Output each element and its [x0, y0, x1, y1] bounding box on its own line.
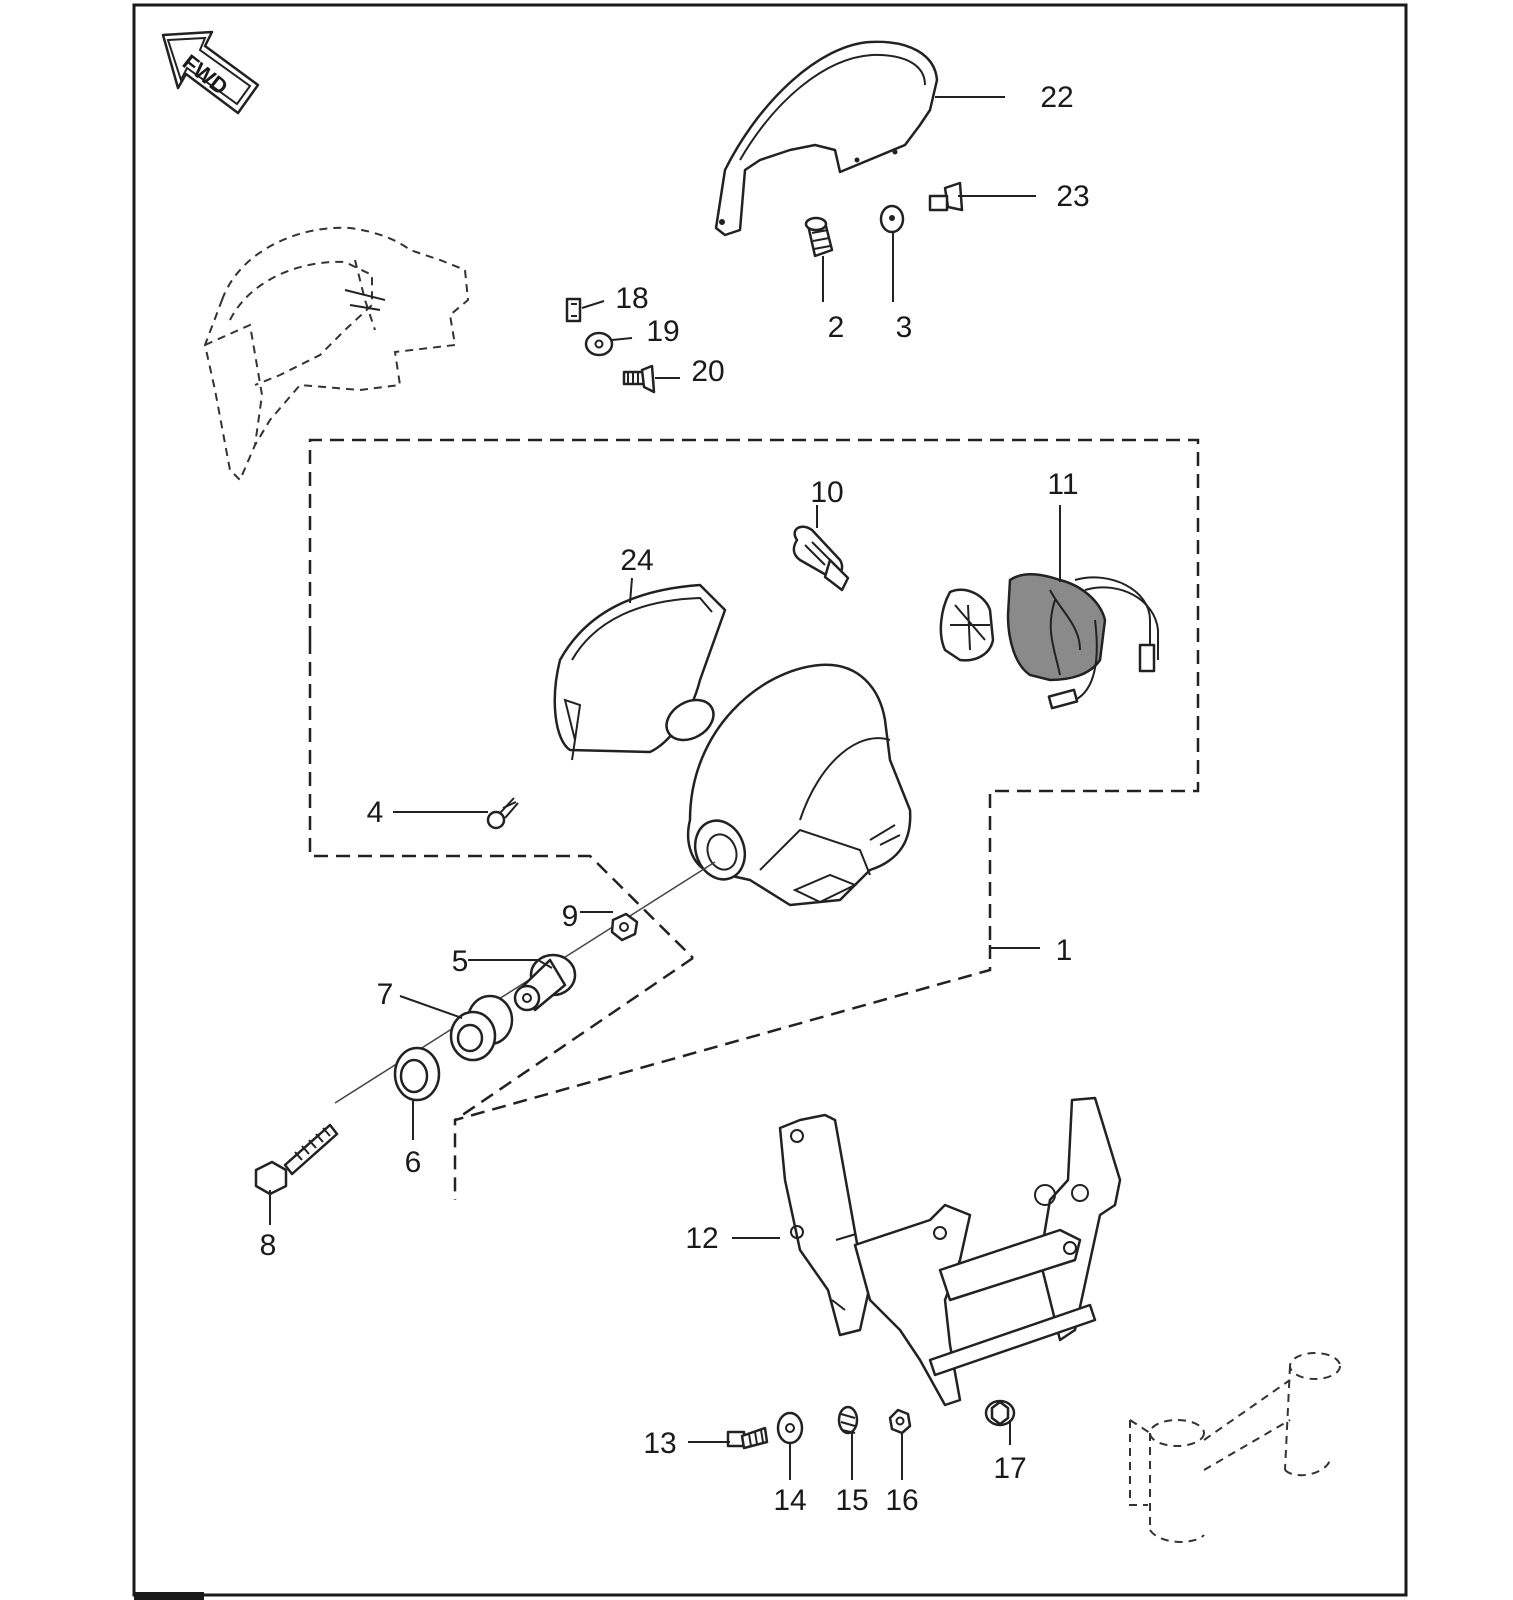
callout-8: 8: [260, 1229, 277, 1262]
callout-15: 15: [835, 1484, 868, 1517]
part-17-flange-nut: [984, 1399, 1016, 1427]
part-22-windscreen: [714, 40, 939, 237]
callout-2: 2: [828, 311, 845, 344]
part-12-headlight-bracket: [778, 1096, 1122, 1407]
callout-12: 12: [685, 1222, 718, 1255]
assembly-1-boundary: [308, 438, 1200, 1200]
part-4-screw: [486, 797, 519, 830]
callout-10: 10: [810, 476, 843, 509]
callout-4: 4: [367, 796, 384, 829]
part-6-ring-washer: [393, 1046, 441, 1102]
part-8-bolt: [254, 1123, 339, 1196]
part-19-washer: [584, 331, 614, 357]
callout-1: 1: [1056, 934, 1073, 967]
callout-16: 16: [885, 1484, 918, 1517]
part-11-bulb-socket-harness: [939, 573, 1159, 710]
callout-24: 24: [620, 544, 653, 577]
callout-19: 19: [646, 315, 679, 348]
callout-18: 18: [615, 282, 648, 315]
part-5-collar: [513, 953, 577, 1012]
callout-5: 5: [452, 945, 469, 978]
callout-9: 9: [562, 900, 579, 933]
part-20-screw: [622, 364, 656, 394]
callout-7: 7: [377, 978, 394, 1011]
part-3-washer: [879, 204, 905, 234]
ghost-fairing-outline: [203, 226, 470, 482]
part-7-bushing: [449, 994, 514, 1062]
part-10-bulb: [792, 525, 850, 592]
callout-3: 3: [896, 311, 913, 344]
fwd-arrow-icon: FWD: [161, 30, 260, 115]
ghost-front-fork-outline: [1129, 1352, 1341, 1543]
callout-13: 13: [643, 1427, 676, 1460]
part-24-headlight-lens: [553, 583, 727, 761]
part-13-screw: [726, 1426, 769, 1450]
part-9-nut: [610, 912, 639, 942]
callout-14: 14: [773, 1484, 806, 1517]
callout-22: 22: [1040, 81, 1073, 114]
headlight-shell: [686, 663, 912, 907]
callout-6: 6: [405, 1146, 422, 1179]
diagram-frame: [132, 3, 1408, 1597]
callout-20: 20: [691, 355, 724, 388]
part-15-spring-washer: [837, 1405, 859, 1435]
part-18-clip-nut: [565, 297, 582, 323]
part-16-nut: [888, 1408, 912, 1435]
part-23-screw: [928, 181, 964, 212]
callout-23: 23: [1056, 180, 1089, 213]
callout-11: 11: [1047, 468, 1078, 501]
callout-17: 17: [993, 1452, 1026, 1485]
frame-corner-mark: [134, 1592, 204, 1600]
part-2-grommet: [804, 216, 834, 258]
part-14-washer: [776, 1411, 804, 1445]
callout-labels: 1 2 3 4 5 6 7 8 9 10 11 12 13 14 15 16 1…: [260, 81, 1090, 1517]
